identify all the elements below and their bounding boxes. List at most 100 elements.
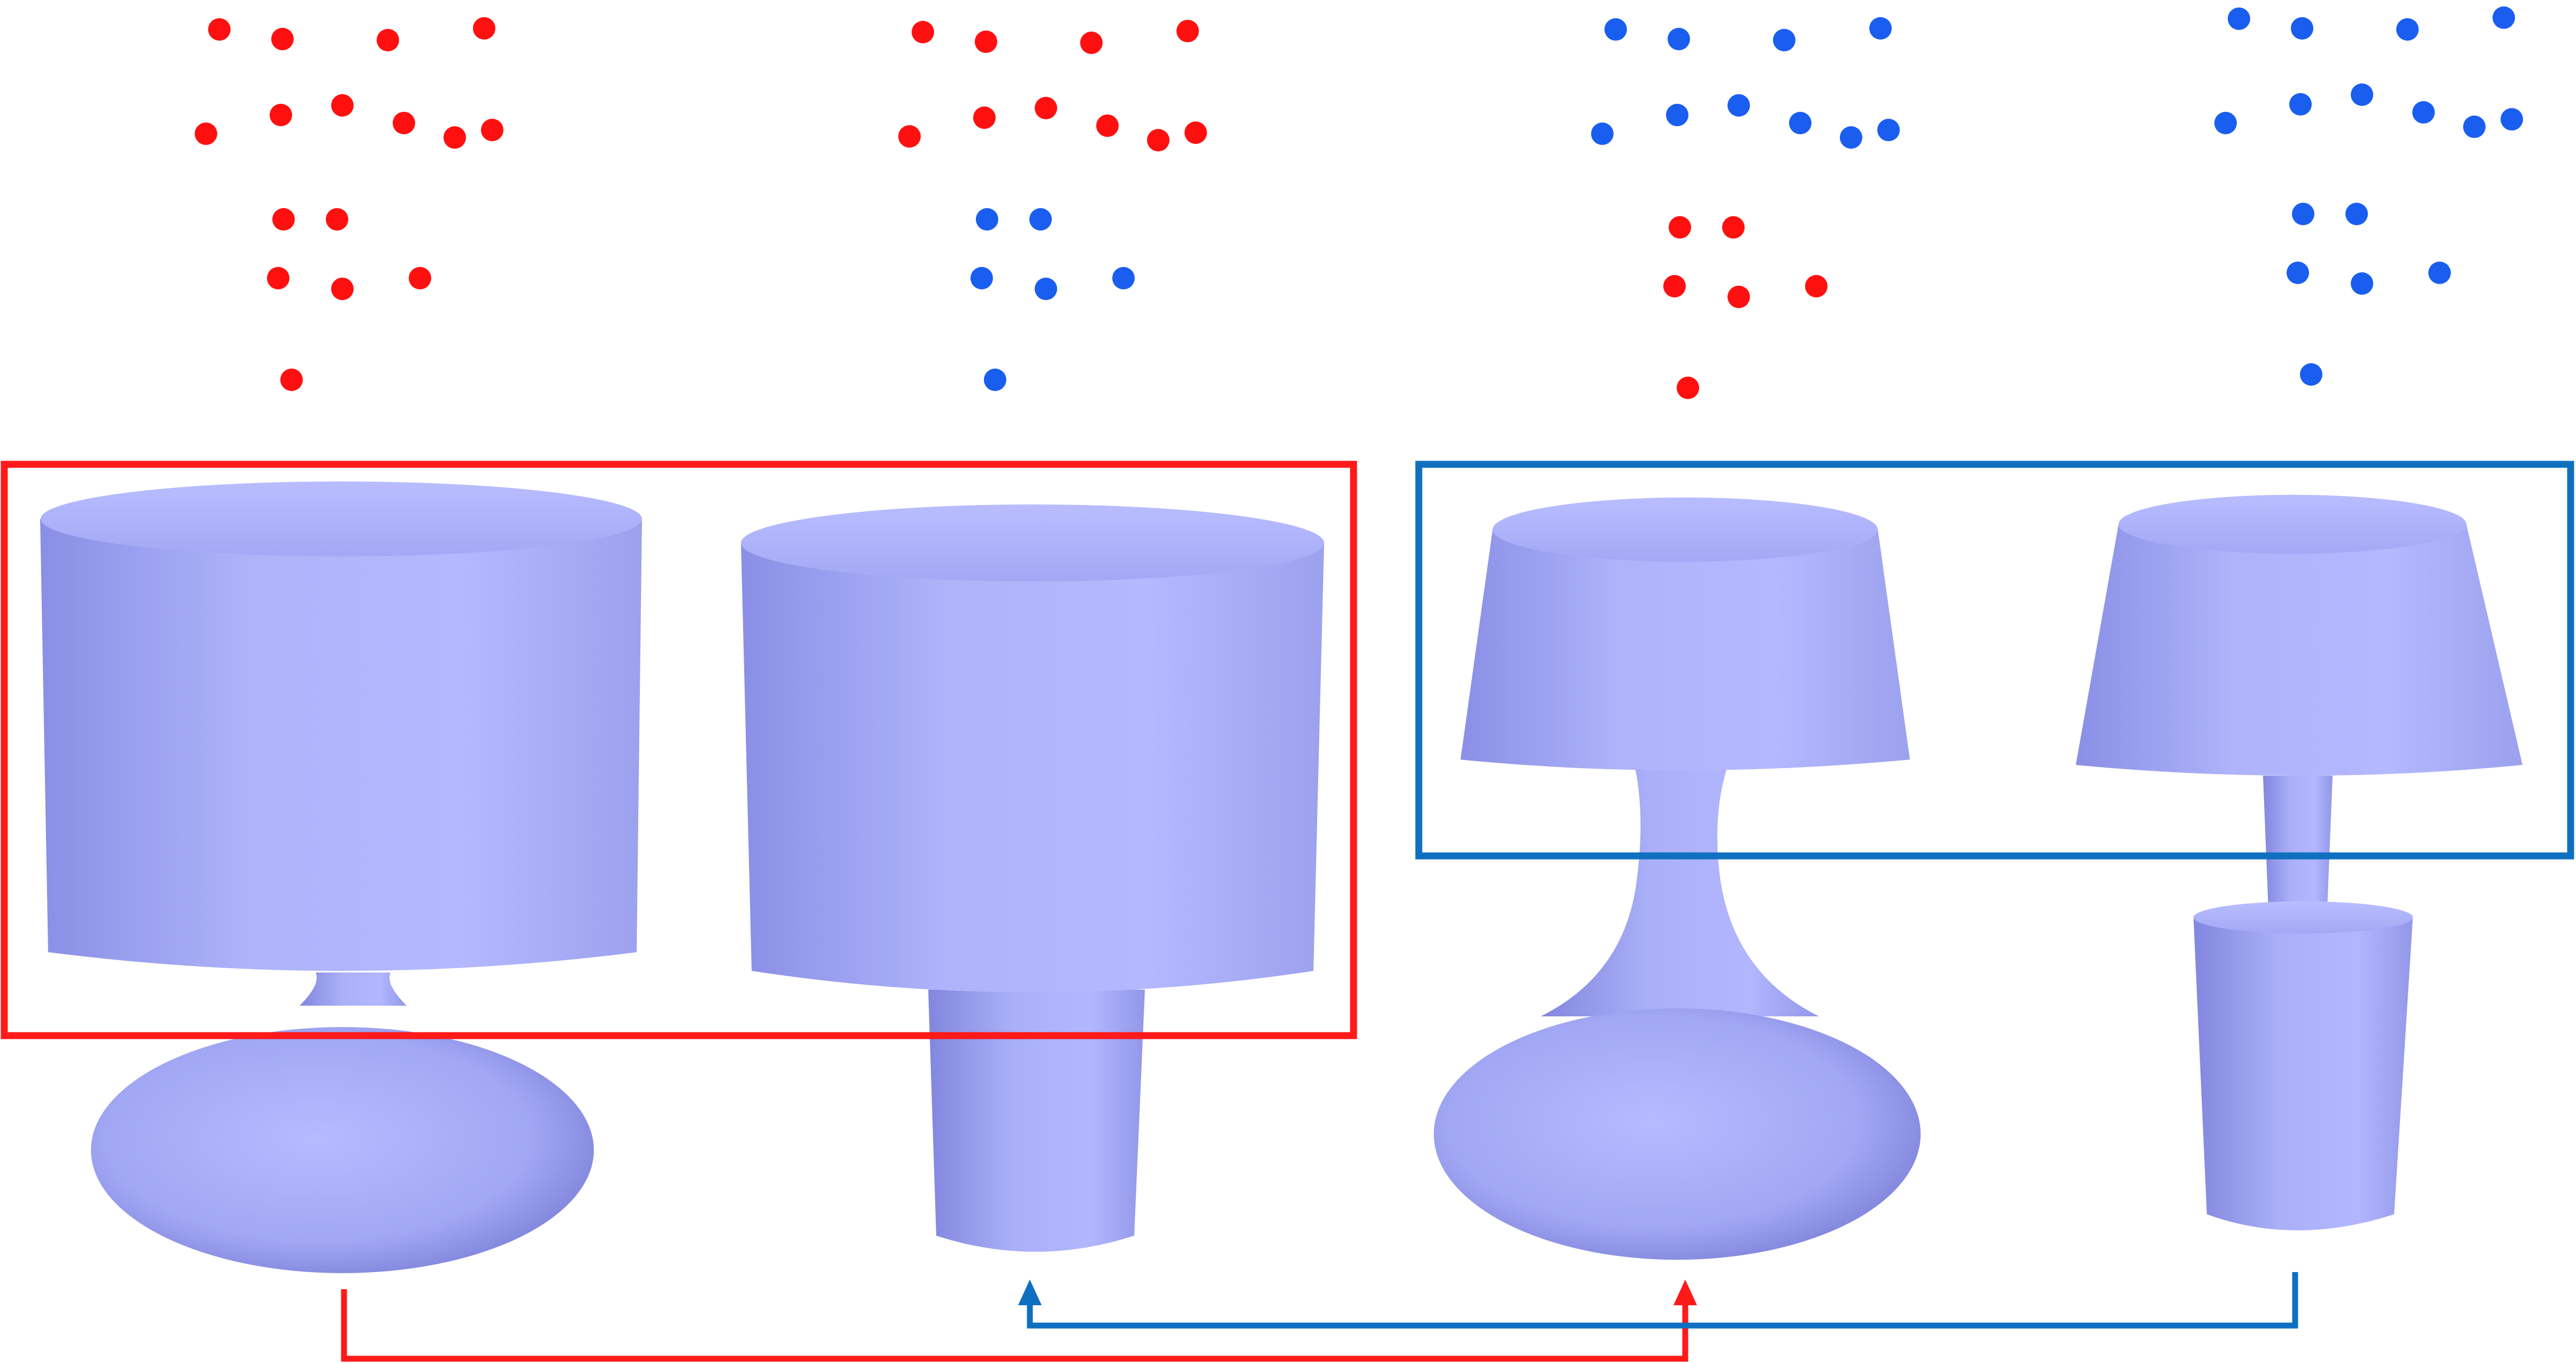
lamp-4-base-keypoint (2345, 203, 2368, 225)
lamp-2-base-keypoint (976, 208, 998, 231)
lamp-4-keypoints (2214, 6, 2523, 386)
keypoint-clouds (195, 6, 2523, 399)
lamp-4-shade-keypoint (2351, 83, 2373, 106)
lamp-4-shade-keypoint (2412, 101, 2435, 124)
lamp-3-shade-keypoint (1840, 126, 1862, 149)
lamp-1-base-keypoint (331, 278, 354, 300)
lamp-2-shade-keypoint (1035, 97, 1057, 119)
lamp-1-shade-top (41, 481, 642, 556)
lamp-4-base-keypoint (2428, 262, 2451, 284)
lamp-2-shade (741, 504, 1324, 992)
lamp-4-base (2193, 776, 2413, 1230)
lamp-4-stem (2263, 776, 2333, 909)
lamp-2-base-keypoint (984, 369, 1006, 391)
lamp-3-base-keypoint (1722, 216, 1745, 239)
lamp-4-base-keypoint (2287, 262, 2309, 284)
lamp-2-shade-keypoint (898, 125, 921, 148)
lamp-4-base-keypoint (2300, 363, 2322, 386)
lamp-4-column-top (2193, 901, 2413, 933)
lamp-4-column (2193, 917, 2413, 1230)
lamp-4-shade-top (2119, 495, 2466, 554)
lamp-3-shade-keypoint (1591, 122, 1614, 145)
lamp-4-shade (2076, 495, 2523, 776)
lamp-2-shade-keypoint (1080, 32, 1103, 54)
lamp-1-base-keypoint (326, 208, 348, 231)
lamp-1-keypoints (195, 17, 503, 391)
lamp-3-base-keypoint (1805, 275, 1828, 297)
lamp-1-shade (40, 481, 642, 971)
lamp-1-vase-bulb (91, 1027, 594, 1273)
lamp-3-shade-keypoint (1869, 17, 1892, 40)
lamp-2-shade-keypoint (912, 21, 934, 43)
lamp-2-column (928, 990, 1145, 1252)
lamp-4-base-keypoint (2292, 203, 2314, 225)
part-frames (1, 461, 2574, 1039)
lamp-4-shade-keypoint (2463, 116, 2486, 138)
lamp-1-shade-body (40, 519, 642, 971)
lamp-3-shade-keypoint (1668, 28, 1690, 50)
lamp-4-shade-keypoint (2214, 112, 2237, 134)
lamp-1 (40, 481, 642, 1273)
lamp-1-shade-keypoint (331, 94, 354, 117)
lamp-4-shade-keypoint (2501, 108, 2523, 131)
lamp-2-shade-top (741, 504, 1324, 581)
lamp-3-keypoints (1591, 17, 1900, 399)
transfer-arrows (341, 1272, 2298, 1362)
lamp-4-shade-keypoint (2291, 17, 2313, 40)
lamp-3-shade-keypoint (1773, 29, 1795, 51)
lamp-1-base-keypoint (280, 369, 303, 391)
lamp-3-stem (1541, 765, 1819, 1016)
arrow-red-head (1673, 1280, 1697, 1305)
lamp-3-shade-keypoint (1604, 18, 1627, 41)
lamp-4-shade-keypoint (2289, 93, 2312, 116)
lamp-2-base-keypoint (1112, 267, 1135, 289)
lamp-1-base (91, 973, 594, 1273)
lamp-meshes (40, 481, 2523, 1273)
lamp-1-shade-keypoint (208, 18, 231, 41)
lamp-4-shade-body (2076, 524, 2523, 776)
lamp-2-shade-keypoint (1147, 129, 1169, 151)
lamp-3-shade-top (1493, 497, 1878, 562)
lamp-2-base-keypoint (970, 267, 993, 289)
lamp-3-shade-keypoint (1666, 104, 1688, 126)
lamp-2-shade-keypoint (1096, 114, 1119, 137)
lamp-2-base-keypoint (1029, 208, 1052, 231)
lamp-2-base (928, 990, 1145, 1252)
lamp-2-shade-keypoint (1184, 121, 1207, 144)
lamp-4-base-keypoint (2351, 272, 2373, 295)
lamp-1-shade-keypoint (444, 126, 466, 149)
lamp-3-vase-bulb (1434, 1008, 1921, 1260)
frame-cylinder-shades (1, 461, 1357, 1039)
lamp-4-shade-keypoint (2228, 7, 2250, 30)
lamp-4-shade-keypoint (2493, 6, 2515, 29)
lamp-2-shade-body (741, 543, 1324, 992)
lamp-3-shade (1461, 497, 1910, 770)
lamp-2-keypoints (898, 20, 1207, 391)
lamp-4 (2076, 495, 2523, 1230)
lamp-1-base-keypoint (272, 208, 295, 231)
arrow-red-base-transfer (341, 1280, 1697, 1362)
lamp-1-shade-keypoint (195, 122, 217, 145)
lamp-1-shade-keypoint (377, 29, 399, 51)
arrow-blue-head (1018, 1280, 1042, 1305)
lamp-3-base-keypoint (1669, 216, 1691, 239)
lamp-2-shade-keypoint (973, 106, 996, 129)
lamp-1-base-keypoint (409, 267, 431, 289)
lamp-4-shade-keypoint (2396, 18, 2419, 41)
lamp-1-base-keypoint (267, 267, 289, 289)
arrow-blue-line (1027, 1272, 2298, 1329)
lamp-1-shade-keypoint (473, 17, 495, 40)
lamp-3-shade-keypoint (1789, 112, 1811, 134)
lamp-3-base-keypoint (1663, 275, 1686, 297)
lamp-1-neck (300, 973, 407, 1006)
frame-tapered-shades (1415, 461, 2574, 860)
lamp-2-shade-keypoint (1176, 20, 1199, 42)
lamp-3 (1434, 497, 1921, 1260)
lamp-2 (741, 504, 1324, 1252)
lamp-3-shade-keypoint (1877, 119, 1900, 141)
lamp-2-shade-keypoint (975, 30, 997, 53)
arrow-red-line (341, 1289, 1688, 1362)
lamp-3-shade-body (1461, 530, 1910, 770)
